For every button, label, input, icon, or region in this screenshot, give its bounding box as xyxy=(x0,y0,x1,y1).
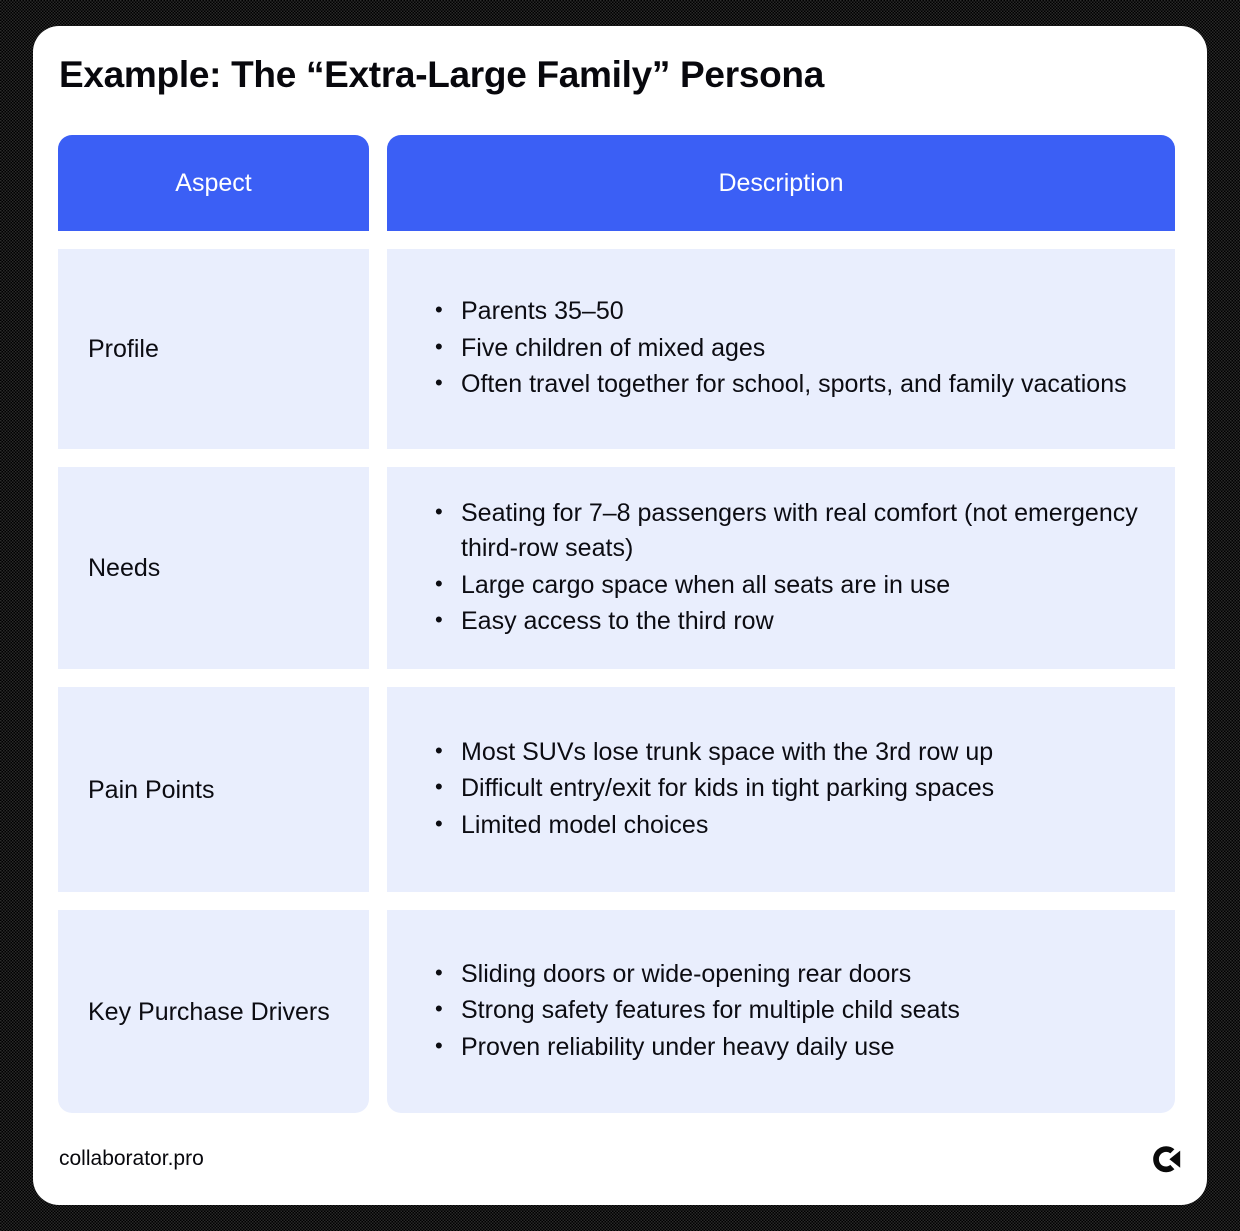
aspect-label-profile: Profile xyxy=(58,249,369,449)
list-item: Strong safety features for multiple chil… xyxy=(433,992,1141,1029)
list-item: Large cargo space when all seats are in … xyxy=(433,567,1141,604)
list-item: Proven reliability under heavy daily use xyxy=(433,1029,1141,1066)
collaborator-logo-icon xyxy=(1151,1144,1181,1174)
table-row: Needs Seating for 7–8 passengers with re… xyxy=(58,467,1175,669)
footer: collaborator.pro xyxy=(59,1141,1181,1177)
content-card: Example: The “Extra-Large Family” Person… xyxy=(33,26,1207,1205)
list-item: Five children of mixed ages xyxy=(433,330,1141,367)
aspect-label-key-purchase-drivers: Key Purchase Drivers xyxy=(58,910,369,1113)
bullet-list: Sliding doors or wide-opening rear doors… xyxy=(433,956,1141,1067)
list-item: Often travel together for school, sports… xyxy=(433,366,1141,403)
description-cell-needs: Seating for 7–8 passengers with real com… xyxy=(387,467,1175,669)
list-item: Parents 35–50 xyxy=(433,293,1141,330)
list-item: Most SUVs lose trunk space with the 3rd … xyxy=(433,734,1141,771)
footer-site-name: collaborator.pro xyxy=(59,1147,204,1170)
aspect-label-needs: Needs xyxy=(58,467,369,669)
bullet-list: Seating for 7–8 passengers with real com… xyxy=(433,495,1141,641)
list-item: Seating for 7–8 passengers with real com… xyxy=(433,495,1141,567)
list-item: Easy access to the third row xyxy=(433,603,1141,640)
list-item: Difficult entry/exit for kids in tight p… xyxy=(433,770,1141,807)
list-item: Sliding doors or wide-opening rear doors xyxy=(433,956,1141,993)
table-row: Profile Parents 35–50 Five children of m… xyxy=(58,249,1175,449)
page-title: Example: The “Extra-Large Family” Person… xyxy=(59,54,824,95)
table-row: Pain Points Most SUVs lose trunk space w… xyxy=(58,687,1175,892)
description-cell-profile: Parents 35–50 Five children of mixed age… xyxy=(387,249,1175,449)
column-header-aspect: Aspect xyxy=(58,135,369,231)
persona-table: Aspect Description Profile Parents 35–50… xyxy=(58,135,1175,1113)
description-cell-pain-points: Most SUVs lose trunk space with the 3rd … xyxy=(387,687,1175,892)
bullet-list: Most SUVs lose trunk space with the 3rd … xyxy=(433,734,1141,845)
list-item: Limited model choices xyxy=(433,807,1141,844)
table-row: Key Purchase Drivers Sliding doors or wi… xyxy=(58,910,1175,1113)
table-header-row: Aspect Description xyxy=(58,135,1175,231)
aspect-label-pain-points: Pain Points xyxy=(58,687,369,892)
description-cell-key-purchase-drivers: Sliding doors or wide-opening rear doors… xyxy=(387,910,1175,1113)
bullet-list: Parents 35–50 Five children of mixed age… xyxy=(433,293,1141,404)
column-header-description: Description xyxy=(387,135,1175,231)
